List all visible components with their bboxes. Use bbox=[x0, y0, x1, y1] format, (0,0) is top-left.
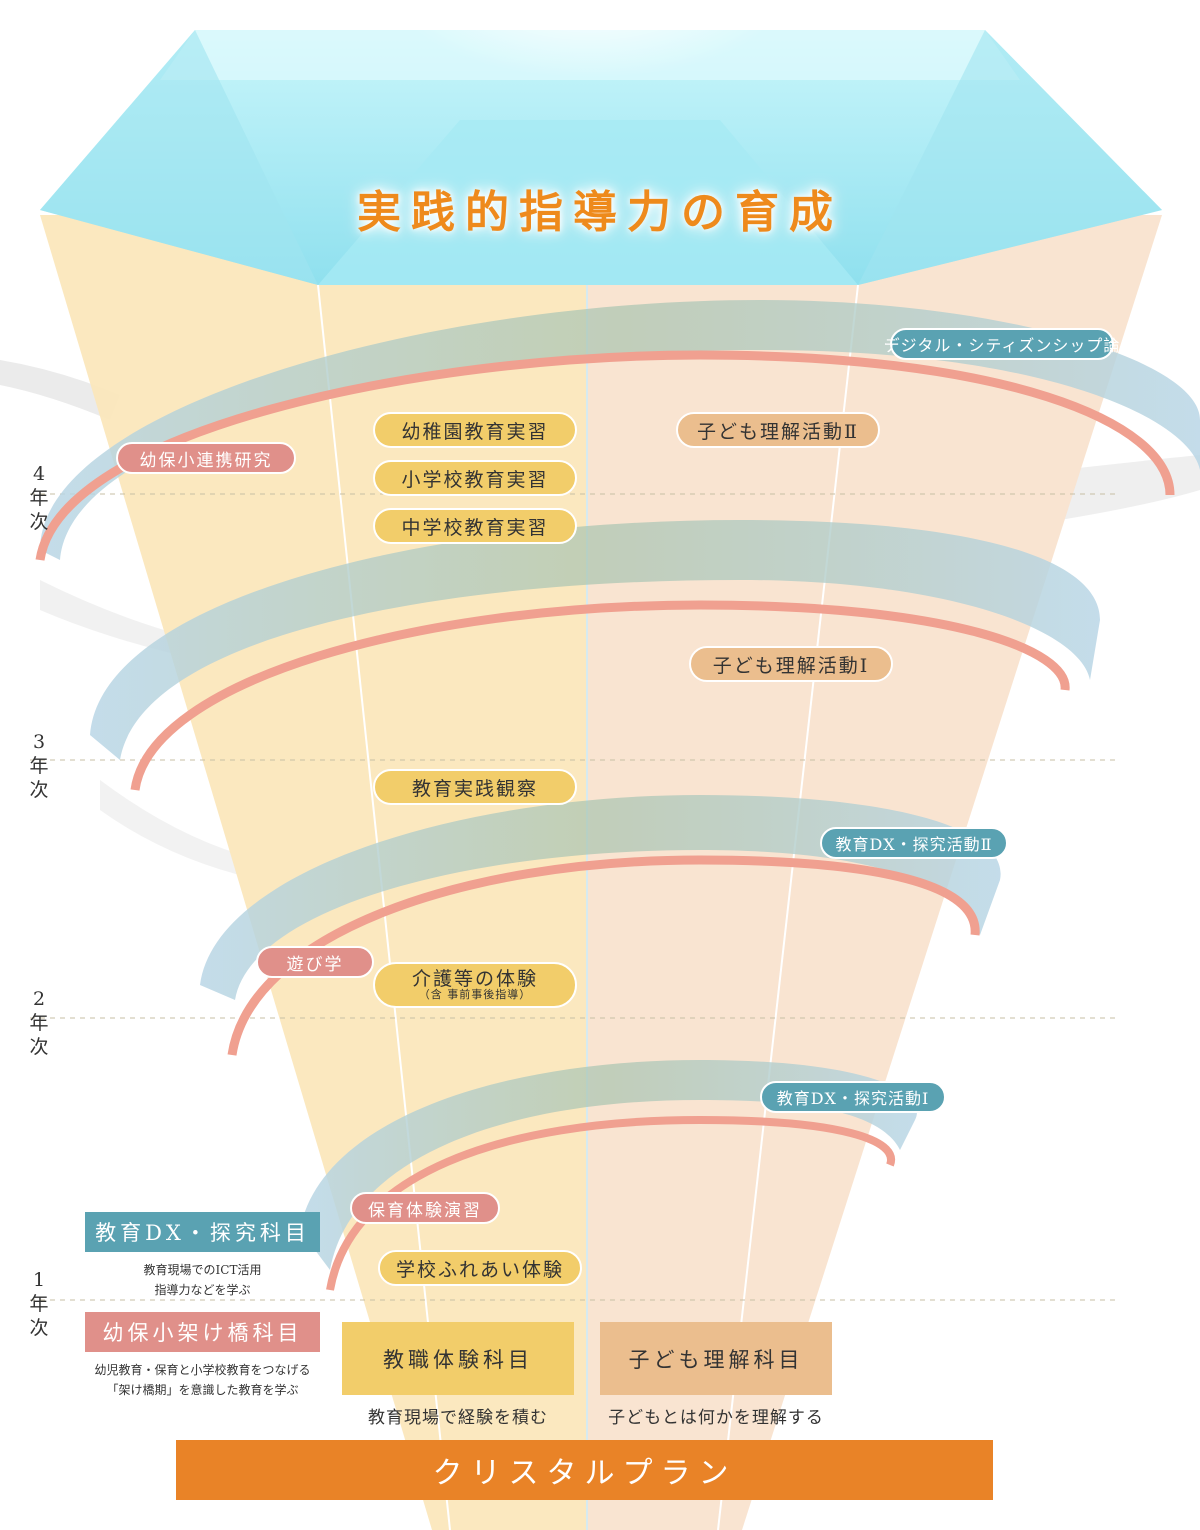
item-child-understanding-2: 子ども理解活動Ⅱ bbox=[676, 412, 880, 448]
year-1-nen: 年 bbox=[29, 1293, 49, 1315]
item-practice-observation: 教育実践観察 bbox=[373, 769, 577, 805]
item-care-experience-label: 介護等の体験 bbox=[411, 967, 538, 990]
year-4-num: 4 bbox=[32, 463, 46, 485]
year-4-nen: 年 bbox=[29, 487, 49, 509]
year-2-num: 2 bbox=[32, 988, 46, 1010]
year-1-num: 1 bbox=[32, 1269, 46, 1291]
item-school-contact: 学校ふれあい体験 bbox=[378, 1250, 582, 1286]
item-junior-high-practicum: 中学校教育実習 bbox=[373, 508, 577, 544]
gem-crown bbox=[40, 0, 1162, 285]
year-3-num: 3 bbox=[32, 731, 46, 753]
year-1-ji: 次 bbox=[29, 1317, 49, 1339]
item-kindergarten-practicum: 幼稚園教育実習 bbox=[373, 412, 577, 448]
item-child-understanding-1: 子ども理解活動Ⅰ bbox=[689, 646, 893, 682]
year-3-ji: 次 bbox=[29, 779, 49, 801]
diagram-title: 実践的指導力の育成 bbox=[357, 187, 843, 238]
year-2-nen: 年 bbox=[29, 1012, 49, 1034]
year-lines bbox=[30, 493, 1115, 1301]
item-care-experience-sub: （含 事前事後指導） bbox=[418, 988, 532, 1002]
item-dx-inquiry-1: 教育DX・探究活動Ⅰ bbox=[760, 1081, 946, 1113]
item-elementary-practicum: 小学校教育実習 bbox=[373, 460, 577, 496]
legend-teaching-title: 教職体験科目 bbox=[342, 1322, 574, 1395]
item-care-experience: 介護等の体験 （含 事前事後指導） bbox=[373, 962, 577, 1008]
legend-dx-desc: 教育現場でのICT活用 指導力などを学ぶ bbox=[143, 1263, 262, 1297]
legend-bridge-desc: 幼児教育・保育と小学校教育をつなげる 「架け橋期」を意識した教育を学ぶ bbox=[94, 1363, 311, 1397]
legend-teaching-desc: 教育現場で経験を積む bbox=[368, 1408, 548, 1428]
item-bridge-research: 幼保小連携研究 bbox=[116, 442, 296, 474]
year-2-ji: 次 bbox=[29, 1036, 49, 1058]
legend-dx-title: 教育DX・探究科目 bbox=[85, 1212, 320, 1252]
year-3-nen: 年 bbox=[29, 755, 49, 777]
year-4-ji: 次 bbox=[29, 511, 49, 533]
legend-bridge-title: 幼保小架け橋科目 bbox=[85, 1312, 320, 1352]
item-digital-citizenship: デジタル・シティズンシップ論 bbox=[884, 328, 1119, 360]
item-dx-inquiry-2: 教育DX・探究活動Ⅱ bbox=[820, 827, 1008, 859]
item-play-studies: 遊び学 bbox=[256, 946, 374, 978]
legend-child-desc: 子どもとは何かを理解する bbox=[608, 1408, 824, 1428]
legend-child-title: 子ども理解科目 bbox=[600, 1322, 832, 1395]
crystal-plan-base: クリスタルプラン bbox=[176, 1440, 993, 1500]
item-childcare-exercise: 保育体験演習 bbox=[350, 1192, 500, 1224]
